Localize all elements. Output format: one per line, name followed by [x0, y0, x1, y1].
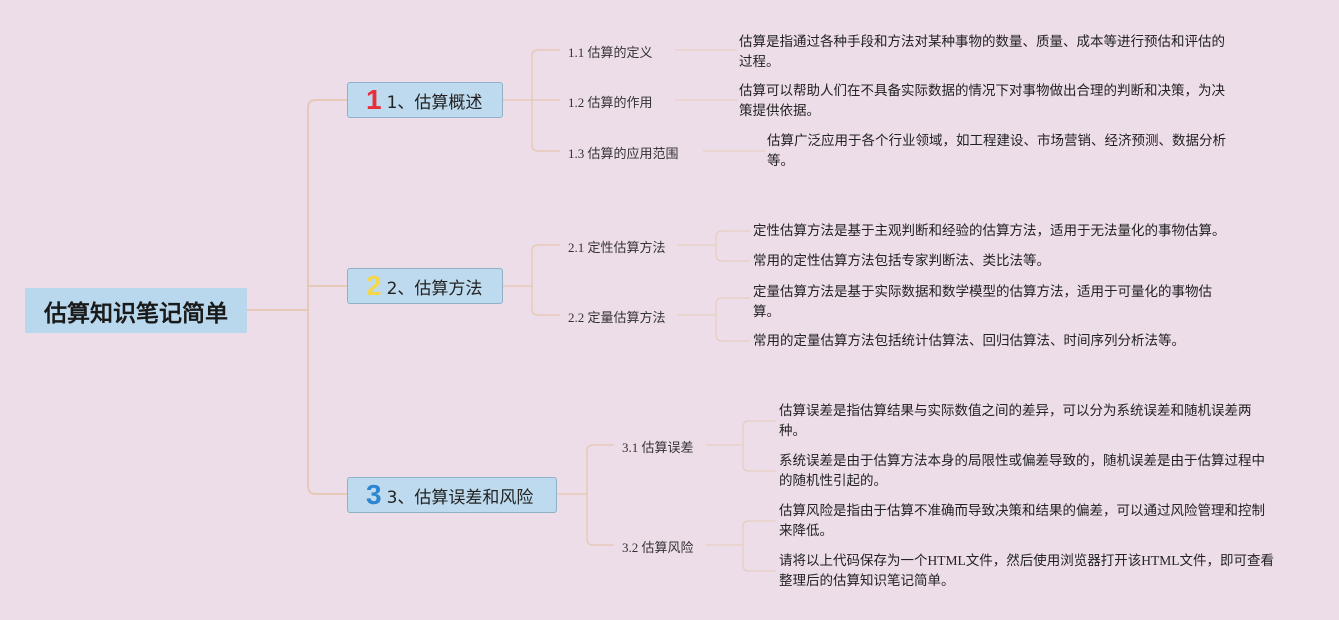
- connector-line: [307, 99, 347, 109]
- branch-estimation-overview[interactable]: 1 1、估算概述: [347, 82, 503, 118]
- connector-line: [742, 564, 776, 572]
- subtopic-1-1[interactable]: 1.1 估算的定义: [568, 45, 653, 60]
- connector-line: [586, 538, 614, 546]
- connector-line: [715, 230, 750, 238]
- connector-line: [531, 49, 560, 57]
- branch-label: 3、估算误差和风险: [386, 487, 534, 508]
- detail-2-1-a: 定性估算方法是基于主观判断和经验的估算方法，适用于无法量化的事物估算。: [753, 223, 1226, 238]
- number-1-icon: 1: [366, 84, 382, 115]
- root-topic[interactable]: 估算知识笔记简单: [25, 288, 247, 333]
- detail-3-1-a: 估算误差是指估算结果与实际数值之间的差异，可以分为系统误差和随机误差两种。: [779, 403, 1252, 438]
- connector-line: [307, 485, 347, 495]
- branch-label: 1、估算概述: [386, 92, 483, 113]
- connector-line: [742, 420, 776, 428]
- detail-1-1: 估算是指通过各种手段和方法对某种事物的数量、质量、成本等进行预估和评估的过程。: [739, 34, 1225, 69]
- connector-line: [715, 254, 750, 262]
- connector-line: [586, 444, 614, 452]
- detail-3-1-b: 系统误差是由于估算方法本身的局限性或偏差导致的，随机误差是由于估算过程中的随机性…: [779, 453, 1265, 488]
- subtopic-1-3[interactable]: 1.3 估算的应用范围: [568, 146, 679, 161]
- connector-line: [531, 244, 560, 252]
- detail-1-3: 估算广泛应用于各个行业领域，如工程建设、市场营销、经济预测、数据分析等。: [767, 133, 1226, 168]
- branch-label: 2、估算方法: [386, 278, 483, 299]
- detail-3-2-a: 估算风险是指由于估算不准确而导致决策和结果的偏差，可以通过风险管理和控制来降低。: [779, 503, 1265, 538]
- detail-3-2-b: 请将以上代码保存为一个HTML文件，然后使用浏览器打开该HTML文件，即可查看整…: [779, 553, 1274, 588]
- branch-error-and-risk[interactable]: 3 3、估算误差和风险: [347, 477, 557, 513]
- connector-line: [742, 464, 776, 472]
- number-3-icon: 3: [366, 479, 382, 510]
- subtopic-2-1[interactable]: 2.1 定性估算方法: [568, 240, 666, 255]
- branch-estimation-methods[interactable]: 2 2、估算方法: [347, 268, 503, 304]
- subtopic-1-2[interactable]: 1.2 估算的作用: [568, 95, 653, 110]
- detail-2-2-a: 定量估算方法是基于实际数据和数学模型的估算方法，适用于可量化的事物估算。: [753, 284, 1212, 319]
- detail-2-2-b: 常用的定量估算方法包括统计估算法、回归估算法、时间序列分析法等。: [753, 333, 1185, 348]
- detail-1-2: 估算可以帮助人们在不具备实际数据的情况下对事物做出合理的判断和决策，为决策提供依…: [739, 83, 1225, 118]
- connector-line: [715, 297, 750, 305]
- subtopic-3-2[interactable]: 3.2 估算风险: [622, 540, 694, 555]
- subtopic-3-1[interactable]: 3.1 估算误差: [622, 440, 694, 455]
- connector-line: [715, 334, 750, 342]
- connector-line: [742, 520, 776, 528]
- connector-line: [531, 308, 560, 316]
- connector-line: [531, 144, 560, 152]
- number-2-icon: 2: [366, 270, 382, 301]
- subtopic-2-2[interactable]: 2.2 定量估算方法: [568, 310, 666, 325]
- detail-2-1-b: 常用的定性估算方法包括专家判断法、类比法等。: [753, 253, 1050, 268]
